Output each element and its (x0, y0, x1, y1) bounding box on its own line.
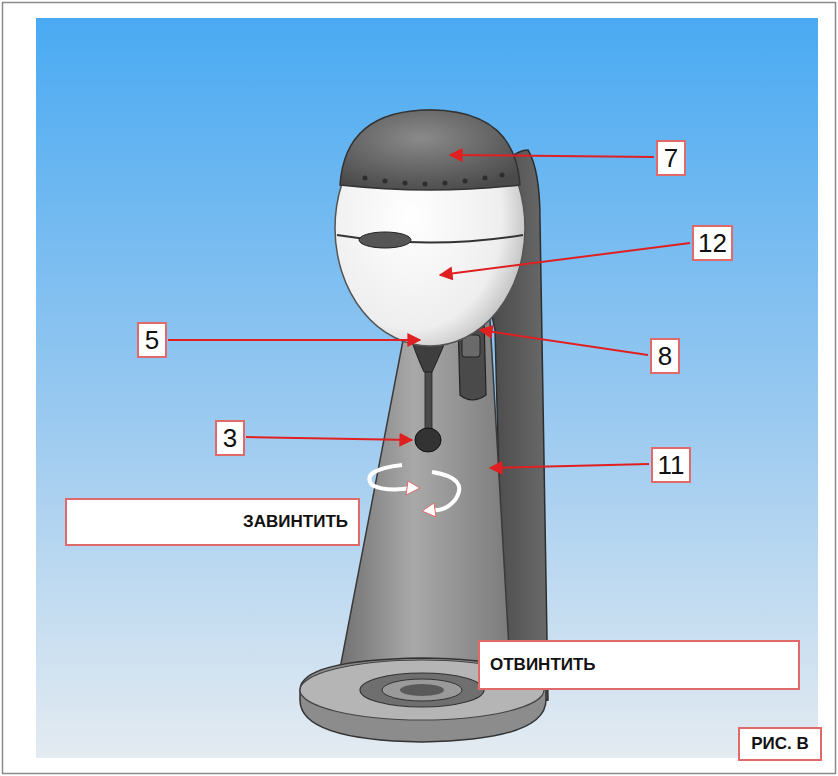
callout-number: 8 (650, 338, 680, 374)
callout-number: 12 (692, 225, 733, 261)
callout-number: 11 (651, 447, 691, 483)
callout-text: 11 (658, 450, 685, 481)
callout-text: 5 (145, 325, 159, 356)
callout-text: 7 (664, 143, 678, 174)
instruction-text: ОТВИНТИТЬ (490, 655, 596, 675)
callout-number: 7 (656, 140, 686, 176)
label-box: ОТВИНТИТЬ (478, 640, 800, 690)
callout-number: 5 (137, 322, 167, 358)
instruction-text: РИС. В (751, 734, 809, 754)
callout-number: 3 (215, 420, 245, 456)
callout-text: 8 (658, 341, 672, 372)
instruction-text: ЗАВИНТИТЬ (243, 512, 348, 532)
label-box: ЗАВИНТИТЬ (65, 498, 360, 546)
callout-text: 3 (223, 423, 237, 454)
callout-text: 12 (698, 228, 727, 259)
label-box: РИС. В (738, 727, 822, 761)
